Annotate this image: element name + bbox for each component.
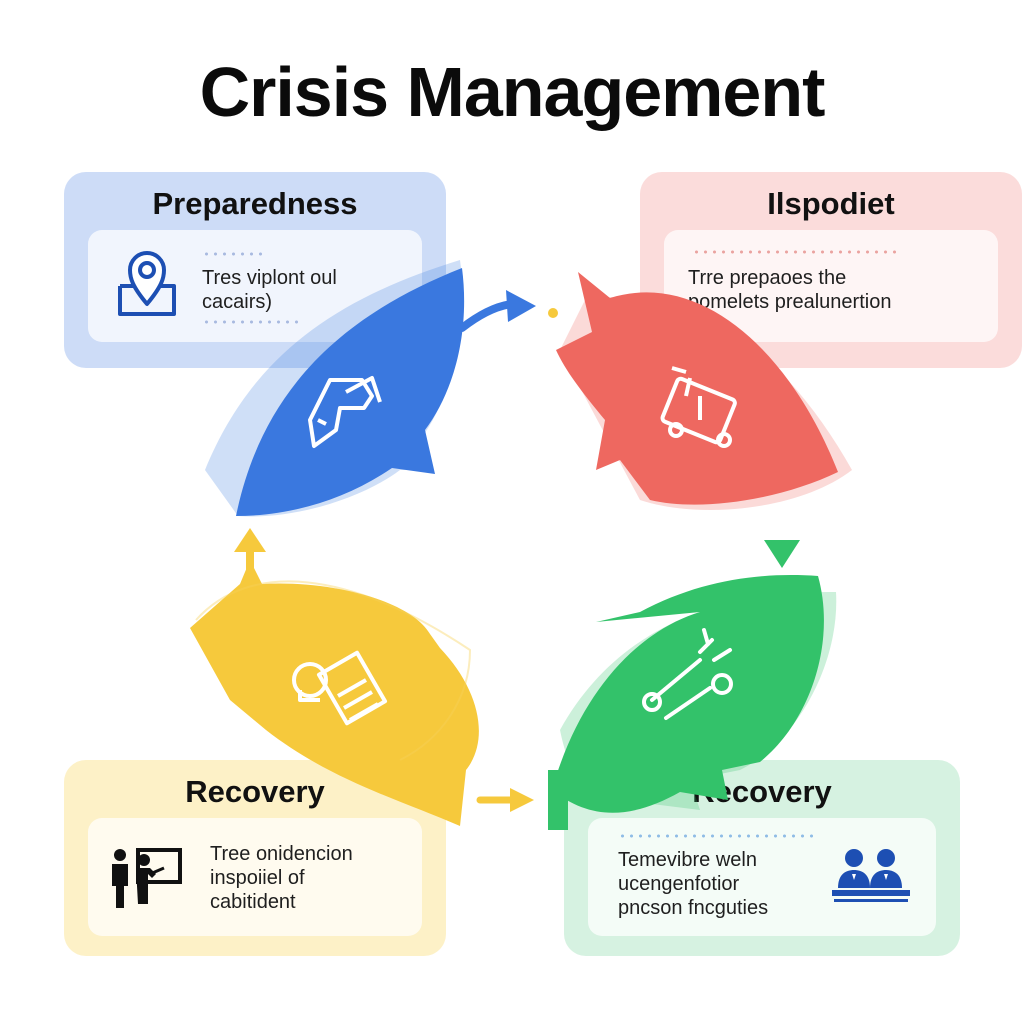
recovery-left-title: Recovery (185, 774, 325, 809)
response-text: Trre prepaoes the pomelets prealunertion (688, 267, 892, 313)
preparedness-text: Tres viplont oul cacairs) (202, 267, 337, 313)
preparedness-title: Preparedness (152, 186, 358, 221)
blue-arrow (458, 300, 516, 332)
checklist-icon (292, 650, 388, 726)
response-card: Ilspodiet Trre prepaoes the pomelets pre… (640, 172, 1022, 368)
divider-dots (618, 834, 814, 838)
recovery-right-body: Temevibre weln ucengenfotior pncson fncg… (588, 818, 936, 936)
recovery-left-text: Tree onidencion inspoiiel of cabitident (210, 843, 353, 913)
team-meeting-icon (830, 846, 912, 906)
recovery-card-left: Recovery Tree onidencion inspoiiel of ca… (64, 760, 446, 956)
page-title: Crisis Management (199, 53, 826, 131)
person-presenting-icon (108, 846, 184, 910)
preparedness-card: Preparedness Tres viplont oul cacairs) (64, 172, 446, 368)
recovery-left-body: Tree onidencion inspoiiel of cabitident (88, 818, 422, 936)
response-body: Trre prepaoes the pomelets prealunertion (664, 230, 998, 342)
red-arrow (764, 540, 800, 568)
divider-dots (692, 250, 902, 254)
recovery-card-right: Recovery Temevibre weln ucengenfotior pn… (564, 760, 960, 956)
recovery-right-text: Temevibre weln ucengenfotior pncson fncg… (618, 849, 769, 919)
preparedness-body: Tres viplont oul cacairs) (88, 230, 422, 342)
divider-dots (202, 320, 298, 324)
location-pin-icon (112, 248, 182, 320)
response-title: Ilspodiet (767, 186, 895, 221)
tools-icon (642, 628, 733, 720)
divider-dots (202, 252, 264, 256)
medical-kit-icon (660, 366, 737, 448)
hand-shake-icon (308, 376, 382, 448)
recovery-right-title: Recovery (692, 774, 832, 809)
